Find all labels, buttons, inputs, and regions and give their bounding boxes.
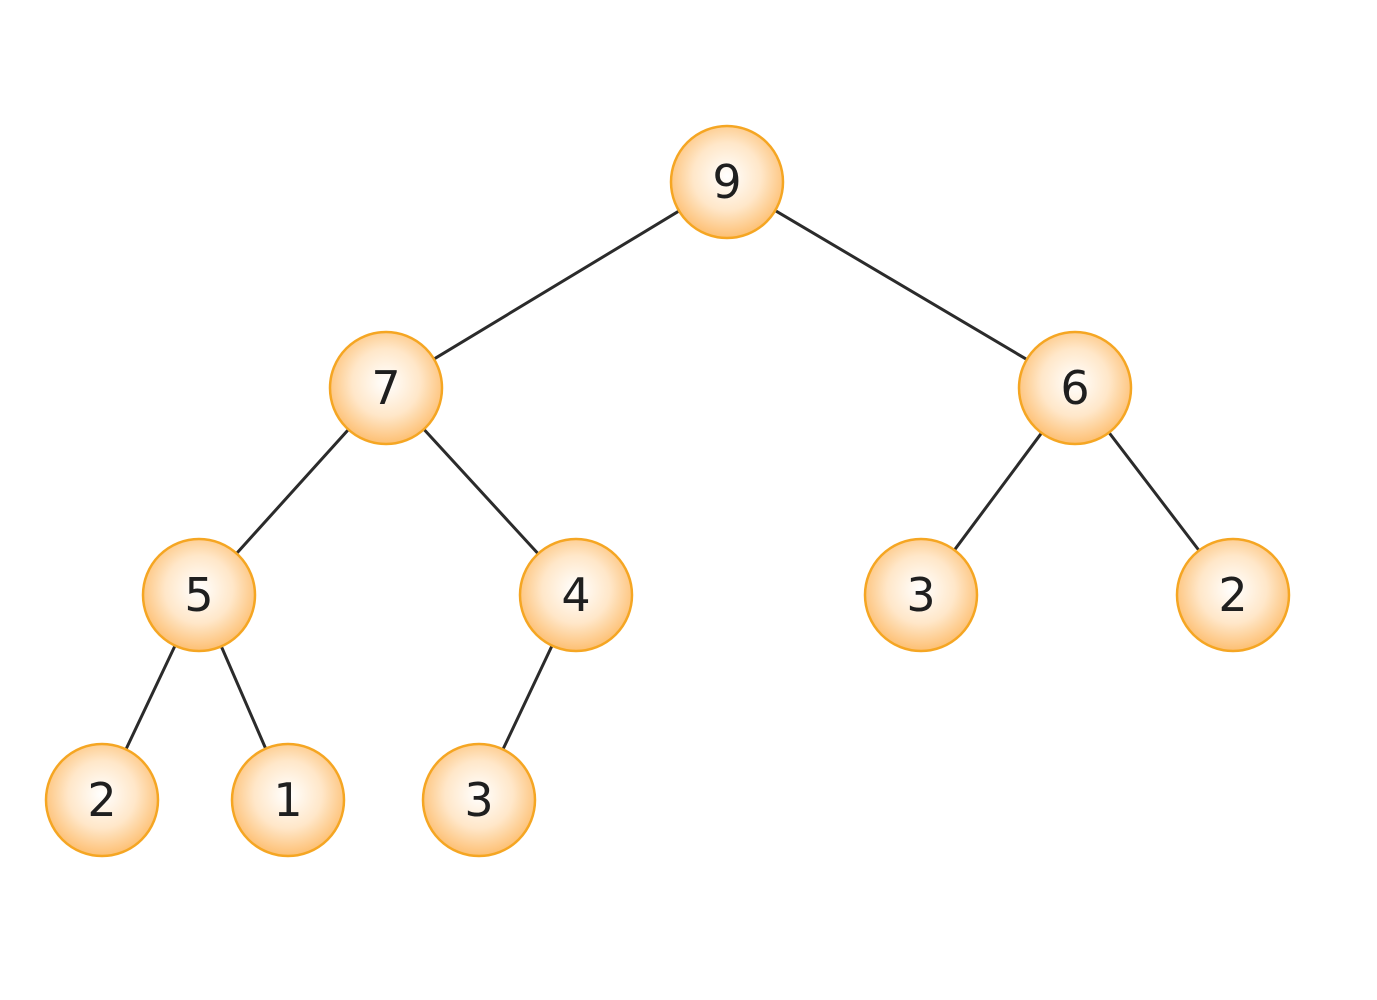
node-value: 2 [1218,568,1247,622]
node-value: 1 [273,773,302,827]
edge-n0-n1 [432,209,681,361]
tree-node: 2 [44,742,160,858]
node-value: 2 [87,773,116,827]
tree-node: 4 [518,537,634,653]
edge-n2-n5 [952,431,1044,552]
node-value: 3 [906,568,935,622]
edge-n2-n6 [1107,431,1201,552]
node-value: 4 [561,568,590,622]
node-value: 6 [1060,361,1089,415]
edge-n3-n7 [124,644,177,751]
tree-node: 1 [230,742,346,858]
node-circle [1017,330,1133,446]
node-value: 5 [184,568,213,622]
tree-node: 5 [141,537,257,653]
node-value: 9 [712,155,741,209]
node-circle [328,330,444,446]
edge-n1-n3 [235,428,350,555]
node-circle [421,742,537,858]
edge-n3-n8 [219,644,268,751]
tree-nodes: 9 7 6 5 4 3 2 2 1 3 [44,124,1291,858]
tree-node: 3 [863,537,979,653]
tree-node: 6 [1017,330,1133,446]
node-circle [141,537,257,653]
node-circle [44,742,160,858]
tree-node: 3 [421,742,537,858]
tree-node: 7 [328,330,444,446]
edge-n0-n2 [773,209,1029,361]
tree-node: 2 [1175,537,1291,653]
node-circle [1175,537,1291,653]
node-circle [518,537,634,653]
edge-n1-n4 [422,427,540,556]
node-circle [230,742,346,858]
node-circle [863,537,979,653]
edge-n4-n9 [501,644,554,751]
node-value: 7 [371,361,400,415]
node-value: 3 [464,773,493,827]
node-circle [669,124,785,240]
tree-edges [124,209,1201,751]
tree-node: 9 [669,124,785,240]
